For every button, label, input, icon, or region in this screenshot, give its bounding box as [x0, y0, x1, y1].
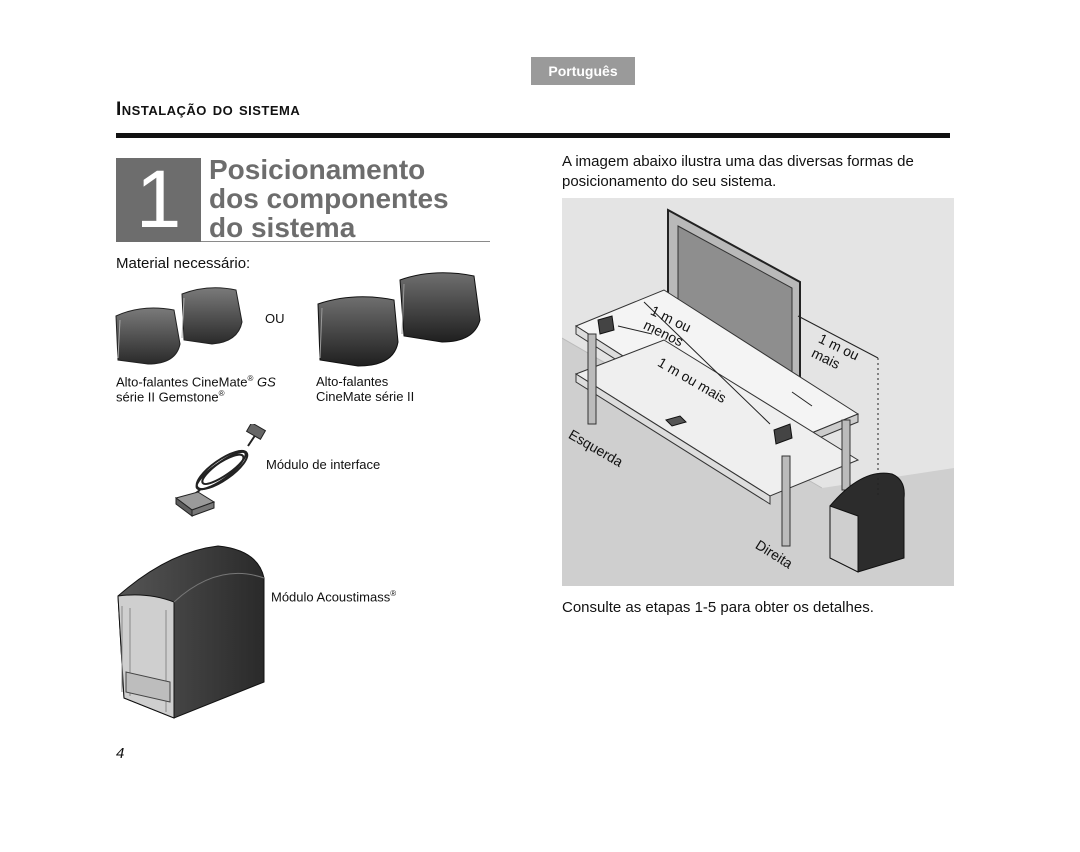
- section-divider: [116, 133, 950, 138]
- step-title: Posicionamento dos componentes do sistem…: [209, 155, 449, 242]
- step-number-box: 1: [116, 158, 201, 242]
- placement-diagram: 1 m ou menos 1 m ou mais 1 m ou mais Esq…: [562, 198, 954, 586]
- acoustimass-module-illustration: [117, 545, 265, 719]
- left-speaker: [597, 315, 615, 335]
- step-number: 1: [135, 154, 182, 245]
- footer-note: Consulte as etapas 1-5 para obter os det…: [562, 599, 874, 616]
- right-speaker: [773, 423, 793, 445]
- materials-heading: Material necessário:: [116, 255, 251, 272]
- speaker-front: [115, 307, 181, 365]
- interface-module: [665, 415, 687, 427]
- placement-diagram-drawing: [562, 208, 954, 586]
- cinemate-caption: Alto-falantes CineMate série II: [316, 374, 415, 404]
- section-title: Instalação do sistema: [116, 99, 301, 120]
- gemstone-speakers-illustration: [115, 287, 243, 365]
- step-divider: [201, 241, 490, 242]
- step-title-line-3: do sistema: [209, 212, 356, 243]
- gemstone-caption: Alto-falantes CineMate® GS série II Gems…: [116, 374, 276, 405]
- acoustimass-caption: Módulo Acoustimass®: [271, 589, 397, 605]
- speaker-front: [317, 296, 399, 367]
- page-number: 4: [116, 745, 125, 762]
- intro-text: A imagem abaixo ilustra uma das diversas…: [562, 153, 914, 190]
- step-title-line-1: Posicionamento: [209, 154, 426, 185]
- speaker-back: [181, 287, 243, 345]
- cinemate-speakers-illustration: [317, 272, 481, 367]
- interface-module-caption: Módulo de interface: [266, 457, 381, 472]
- language-tab[interactable]: Português: [531, 57, 635, 85]
- step-title-line-2: dos componentes: [209, 183, 449, 214]
- interface-module-illustration: [174, 424, 267, 517]
- speaker-back: [399, 272, 481, 343]
- or-label: OU: [265, 311, 285, 326]
